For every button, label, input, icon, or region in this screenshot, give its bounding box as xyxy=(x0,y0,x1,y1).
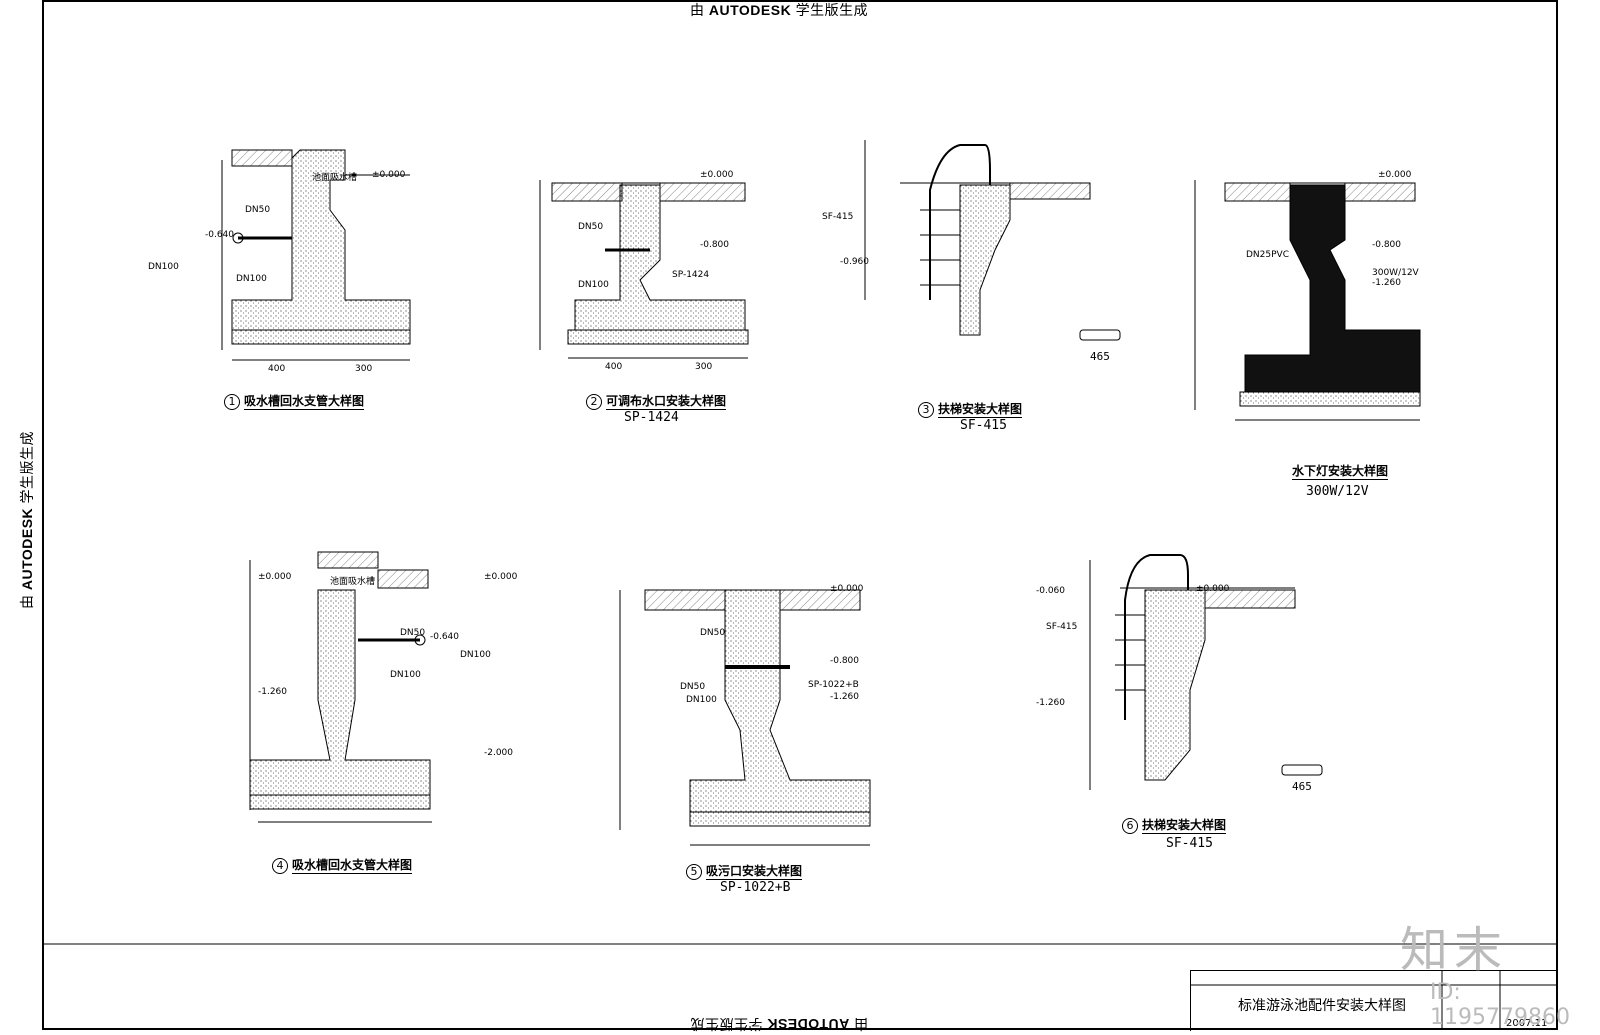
d2-tag: SP-1424 xyxy=(672,270,710,280)
d3-level: -0.960 xyxy=(840,257,870,267)
d2-dim2: 300 xyxy=(695,362,713,372)
d1-zero: ±0.000 xyxy=(372,170,406,180)
d5-pipe-b: DN50 xyxy=(680,682,706,692)
watermark-logo: 知末 xyxy=(1400,922,1509,978)
d2-pipe-b: DN100 xyxy=(578,280,609,290)
dl-pipe: DN25PVC xyxy=(1246,250,1289,260)
dl-level2: -1.260 xyxy=(1372,278,1402,288)
detail-6-drawing xyxy=(1089,554,1323,790)
autodesk-stamp-top: 由 AUTODESK 学生版生成 xyxy=(690,2,869,18)
drawing-frame xyxy=(42,0,1558,1030)
detail-3-model: SF-415 xyxy=(960,418,1007,433)
d1-dim1: 400 xyxy=(268,364,286,374)
d4-pipe-c: DN100 xyxy=(460,650,491,660)
detail-5-model: SP-1022+B xyxy=(720,880,791,895)
d5-zero: ±0.000 xyxy=(830,584,864,594)
d4-zero2: ±0.000 xyxy=(484,572,518,582)
d1-pipe-c: DN100 xyxy=(236,274,267,284)
d1-pipe-a: DN50 xyxy=(245,205,271,215)
detail-lamp-spec: 300W/12V xyxy=(1306,484,1369,499)
dl-lamp: 300W/12V xyxy=(1372,268,1419,278)
detail-lamp-caption: 水下灯安装大样图 xyxy=(1292,464,1389,480)
d6-level1: -0.060 xyxy=(1036,586,1066,596)
d2-dim1: 400 xyxy=(605,362,623,372)
dl-zero: ±0.000 xyxy=(1378,170,1412,180)
d6-level2: -1.260 xyxy=(1036,698,1066,708)
d6-zero: ±0.000 xyxy=(1196,584,1230,594)
sheet-date: 2007.11 xyxy=(1506,1018,1548,1029)
titleblock-grid xyxy=(1190,970,1556,1030)
d4-zero1: ±0.000 xyxy=(258,572,292,582)
d5-tag: SP-1022+B xyxy=(808,680,859,690)
sheet-title: 标准游泳池配件安装大样图 xyxy=(1238,998,1406,1014)
detail-2-model: SP-1424 xyxy=(624,410,679,425)
watermark-id: ID: 1195779860 xyxy=(1430,980,1570,1030)
title-block xyxy=(1190,970,1557,1031)
d1-slot: 池面吸水槽 xyxy=(312,173,358,183)
d2-zero: ±0.000 xyxy=(700,170,734,180)
d2-pipe-a: DN50 xyxy=(578,222,604,232)
d5-level1: -0.800 xyxy=(830,656,860,666)
d4-level1: -0.640 xyxy=(430,632,460,642)
d6-tag: SF-415 xyxy=(1046,622,1078,632)
d1-level: -0.640 xyxy=(205,230,235,240)
detail-lamp-drawing xyxy=(1194,180,1421,421)
d1-dim2: 300 xyxy=(355,364,373,374)
detail-4-drawing xyxy=(249,551,432,823)
d5-pipe-a: DN50 xyxy=(700,628,726,638)
d3-dim: 465 xyxy=(1090,350,1110,363)
d4-pipe-b: DN100 xyxy=(390,670,421,680)
d4-level2: -1.260 xyxy=(258,687,288,697)
d4-level3: -2.000 xyxy=(484,748,514,758)
d6-dim: 465 xyxy=(1292,780,1312,793)
d1-pipe-b: DN100 xyxy=(148,262,179,272)
detail-1-drawing xyxy=(221,149,411,361)
detail-6-model: SF-415 xyxy=(1166,836,1213,851)
d4-slot: 池面吸水槽 xyxy=(330,577,376,587)
d3-tag: SF-415 xyxy=(822,212,854,222)
d5-pipe-c: DN100 xyxy=(686,695,717,705)
dl-level1: -0.800 xyxy=(1372,240,1402,250)
d4-pipe-a: DN50 xyxy=(400,628,426,638)
detail-2-drawing xyxy=(539,180,749,359)
detail-5-drawing xyxy=(619,589,871,846)
d2-level: -0.800 xyxy=(700,240,730,250)
d5-level2: -1.260 xyxy=(830,692,860,702)
detail-3-drawing xyxy=(864,140,1121,341)
